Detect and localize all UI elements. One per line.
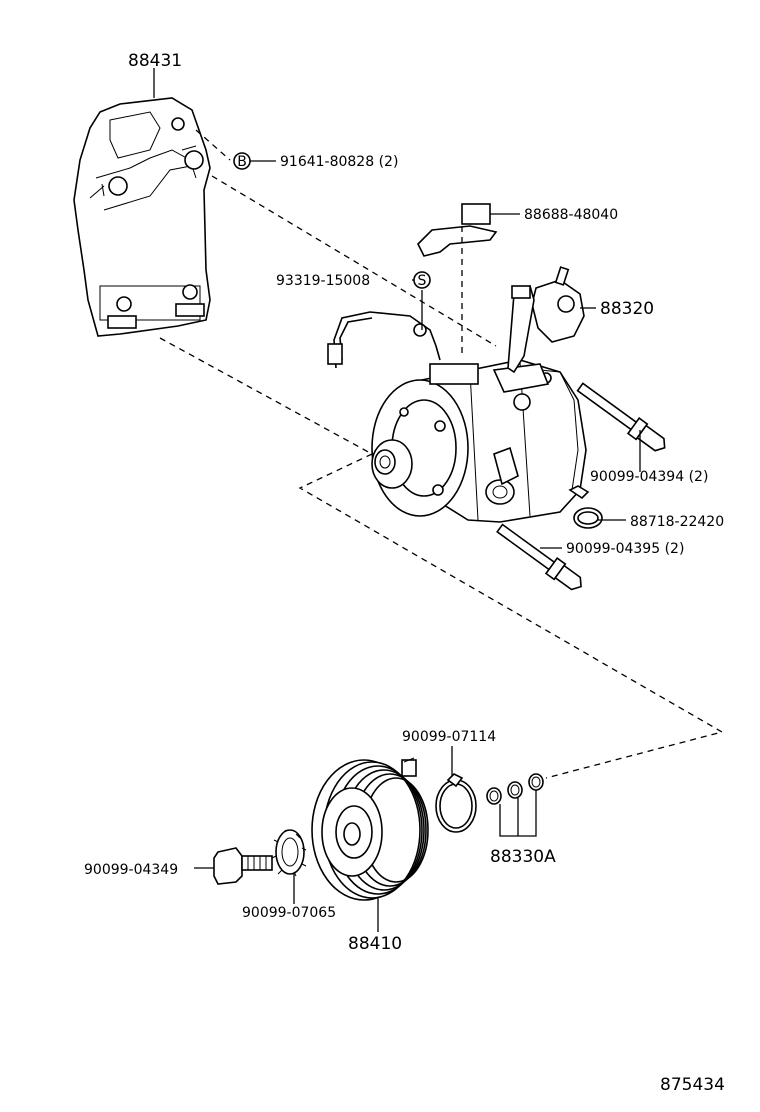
valve-88320-drawing	[507, 266, 585, 374]
shims-drawing	[486, 773, 544, 805]
label-90099-04349: 90099-04349	[84, 862, 178, 878]
label-88431: 88431	[128, 51, 182, 71]
clutch-bolt-drawing	[213, 847, 273, 885]
bracket-88431-drawing	[73, 97, 211, 337]
label-91641-80828: 91641-80828 (2)	[280, 154, 398, 170]
label-88718-22420: 88718-22420	[630, 514, 724, 530]
label-88320: 88320	[600, 299, 654, 319]
label-90099-04395: 90099-04395 (2)	[566, 541, 684, 557]
compressor-drawing	[327, 311, 587, 523]
bolt-90099-04394-drawing	[576, 382, 666, 452]
bolt-90099-04395-drawing	[496, 523, 582, 591]
snap-ring-drawing	[435, 773, 477, 833]
label-plate-drawing	[417, 203, 498, 257]
label-90099-07114: 90099-07114	[402, 729, 496, 745]
diagram-id: 875434	[660, 1075, 725, 1095]
alignment-lines	[159, 129, 724, 779]
lock-washer-drawing	[271, 829, 307, 877]
label-90099-07065: 90099-07065	[242, 905, 336, 921]
label-88330a: 88330A	[490, 847, 556, 867]
marker-b: B	[233, 152, 251, 170]
marker-b-text: B	[237, 154, 247, 170]
label-90099-04394: 90099-04394 (2)	[590, 469, 708, 485]
label-88688-48040: 88688-48040	[524, 207, 618, 223]
pulley-88410-drawing	[311, 757, 429, 901]
marker-s: S	[413, 271, 431, 289]
label-93319-15008: 93319-15008	[276, 273, 370, 289]
marker-s-text: S	[418, 273, 427, 289]
label-88410: 88410	[348, 934, 402, 954]
leader-lines	[153, 68, 641, 932]
clamp-drawing	[568, 485, 603, 529]
